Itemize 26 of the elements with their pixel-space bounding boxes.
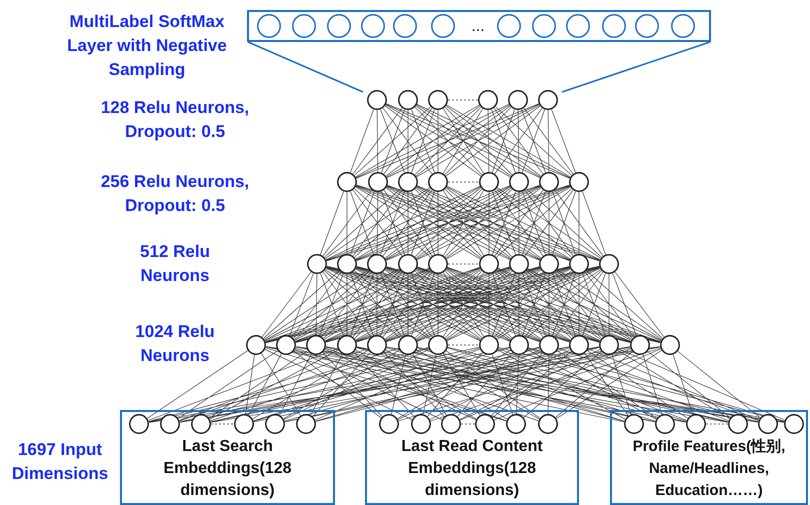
connection-mesh [147, 346, 660, 423]
neuron-layer [366, 89, 559, 111]
connection-mesh [262, 266, 664, 344]
neuron-layer [306, 253, 620, 275]
layer-label: 512 Relu Neurons [139, 241, 211, 287]
connection-mesh [266, 346, 786, 423]
zoom-line [562, 41, 710, 93]
connection-mesh [350, 104, 576, 178]
input-box [610, 410, 808, 505]
layer-label: 256 Relu Neurons, Dropout: 0.5 [100, 171, 250, 217]
input-box [365, 410, 579, 505]
layer-label: MultiLabel SoftMax Layer with Negative Sampling [66, 11, 228, 81]
connection-mesh [320, 184, 606, 262]
box-label: Profile Features(性别, Name/Headlines, Education……) [632, 437, 786, 501]
connection-mesh [264, 348, 662, 422]
input-box [120, 410, 335, 505]
neuron-layer [336, 171, 590, 193]
box-label: Last Search Embeddings(128 dimensions) [162, 437, 293, 501]
softmax-layer-box [247, 10, 711, 42]
layer-label: 128 Relu Neurons, Dropout: 0.5 [100, 97, 250, 143]
zoom-line [248, 41, 364, 93]
neuron-layer [245, 334, 681, 356]
layer-label: 1697 Input Dimensions [10, 439, 110, 485]
box-label: Last Read Content Embeddings(128 dimensions) [400, 437, 544, 501]
layer-label: 1024 Relu Neurons [134, 321, 216, 367]
ellipsis-text: ... [470, 18, 486, 36]
